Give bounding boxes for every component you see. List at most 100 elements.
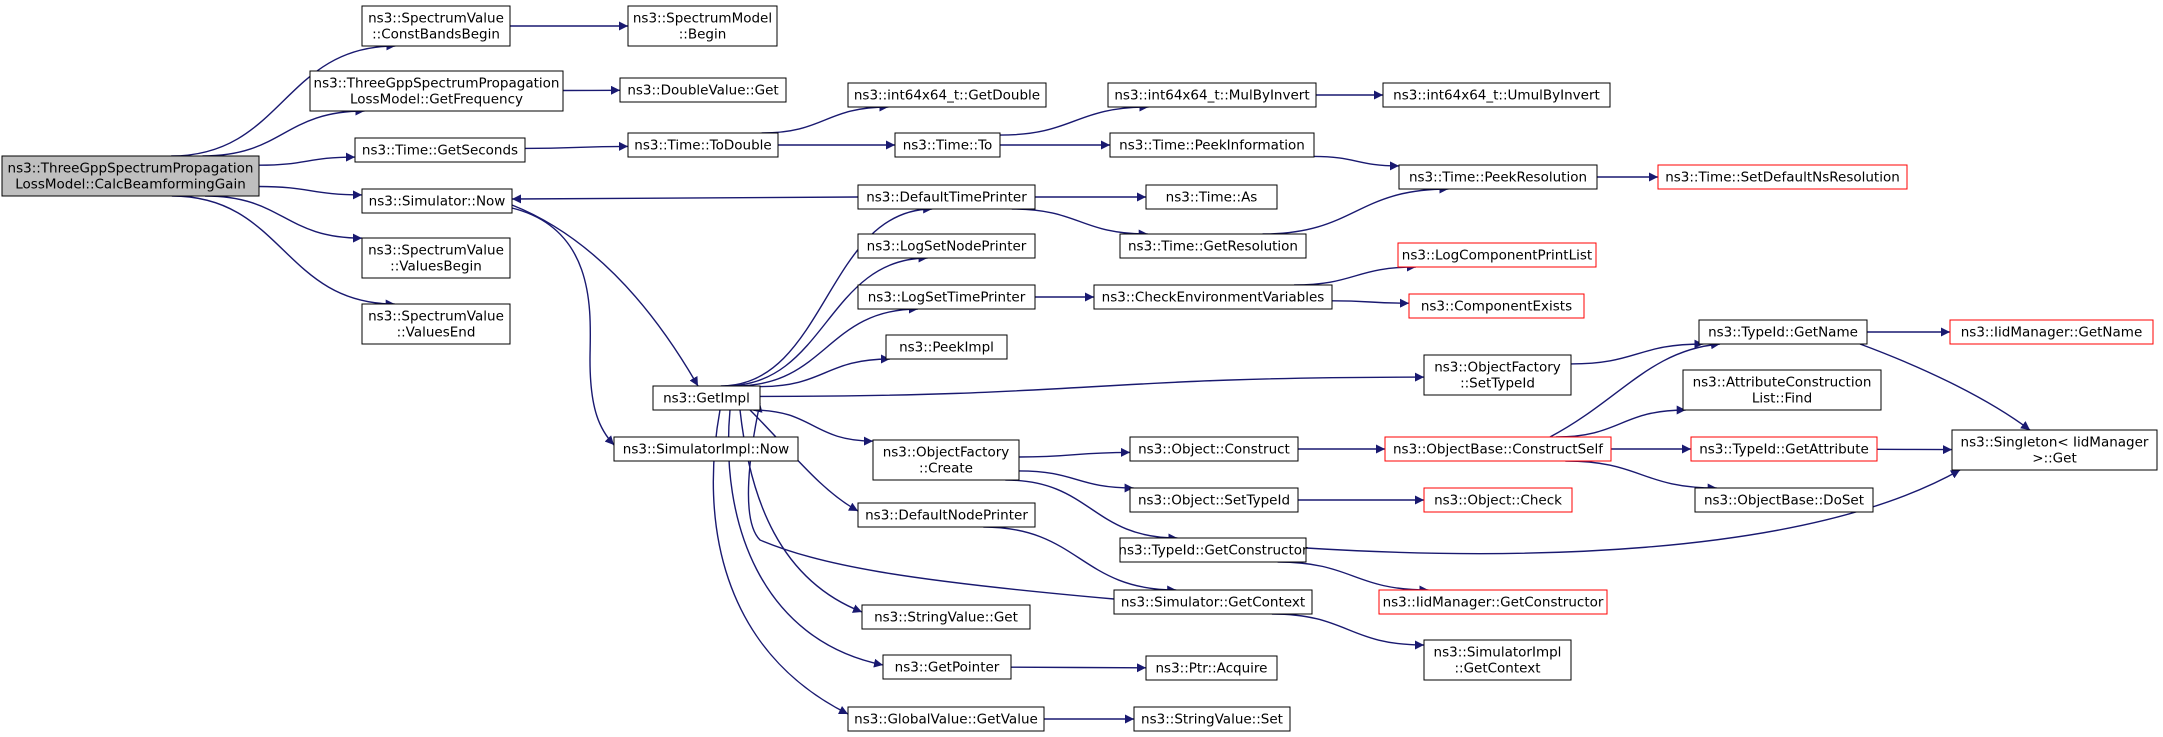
- node-label: ::ValuesEnd: [397, 325, 476, 341]
- node-t_getres[interactable]: ns3::Time::GetResolution: [1119, 233, 1307, 259]
- node-typeid_getattr[interactable]: ns3::TypeId::GetAttribute: [1690, 436, 1878, 462]
- edge-t_todouble-to-i64_getdouble: [761, 102, 889, 134]
- node-compexists[interactable]: ns3::ComponentExists: [1408, 293, 1585, 319]
- node-obj_check[interactable]: ns3::Object::Check: [1423, 487, 1573, 513]
- node-of_settypeid[interactable]: ns3::ObjectFactory::SetTypeId: [1423, 354, 1572, 396]
- node-label: ::Begin: [679, 27, 727, 43]
- edge-root-to-sv_cbb: [171, 41, 396, 157]
- node-ob_doset[interactable]: ns3::ObjectBase::DoSet: [1694, 487, 1874, 513]
- node-lognodeprinter[interactable]: ns3::LogSetNodePrinter: [857, 233, 1036, 259]
- node-label: ns3::Time::GetResolution: [1128, 239, 1298, 255]
- node-t_to[interactable]: ns3::Time::To: [894, 132, 1001, 158]
- node-dv_get[interactable]: ns3::DoubleValue::Get: [619, 77, 787, 103]
- edge-root-to-sv_valbegin: [204, 195, 363, 243]
- node-label: ::GetContext: [1454, 661, 1540, 677]
- node-sim_now[interactable]: ns3::Simulator::Now: [361, 188, 513, 214]
- node-t_as[interactable]: ns3::Time::As: [1145, 184, 1278, 210]
- node-logtimeprinter[interactable]: ns3::LogSetTimePrinter: [857, 284, 1036, 310]
- node-box: [619, 77, 787, 103]
- node-iid_getctor[interactable]: ns3::IidManager::GetConstructor: [1378, 589, 1608, 615]
- node-label: ns3::GlobalValue::GetValue: [854, 712, 1038, 728]
- node-ptr_acquire[interactable]: ns3::Ptr::Acquire: [1145, 655, 1278, 681]
- node-label: ns3::ObjectBase::ConstructSelf: [1393, 442, 1604, 458]
- edge-sim_now-to-simimpl_now: [511, 207, 615, 446]
- edges-layer: [171, 21, 2031, 724]
- edge-ob_constructself-to-typeid_getname: [1549, 340, 1721, 438]
- node-label: ns3::IidManager::GetConstructor: [1383, 595, 1604, 611]
- node-of_create[interactable]: ns3::ObjectFactory::Create: [872, 439, 1020, 481]
- node-simimpl_getctx[interactable]: ns3::SimulatorImpl::GetContext: [1423, 639, 1572, 681]
- node-sv_cbb[interactable]: ns3::SpectrumValue::ConstBandsBegin: [361, 5, 511, 47]
- edge-root-to-t_getsec: [258, 152, 356, 166]
- node-defnodeprinter[interactable]: ns3::DefaultNodePrinter: [857, 502, 1036, 528]
- edge-typeid_getname-to-singleton_get: [1859, 343, 2031, 431]
- node-box: [1382, 82, 1611, 108]
- node-root[interactable]: ns3::ThreeGppSpectrumPropagationLossMode…: [1, 155, 260, 197]
- node-label: ns3::DefaultTimePrinter: [866, 190, 1027, 206]
- node-getpointer[interactable]: ns3::GetPointer: [882, 654, 1012, 680]
- node-t_todouble[interactable]: ns3::Time::ToDouble: [627, 132, 779, 158]
- edge-sim_getctx-to-getimpl: [747, 402, 1115, 600]
- node-t_peekres[interactable]: ns3::Time::PeekResolution: [1398, 164, 1598, 190]
- node-tgpp_getfreq[interactable]: ns3::ThreeGppSpectrumPropagationLossMode…: [309, 70, 564, 112]
- nodes-layer: ns3::ThreeGppSpectrumPropagationLossMode…: [1, 5, 2158, 732]
- edge-sim_getctx-to-simimpl_getctx: [1271, 613, 1425, 650]
- node-strval_get[interactable]: ns3::StringValue::Get: [861, 604, 1031, 630]
- edge-ob_constructself-to-attrcons_find: [1555, 405, 1686, 438]
- node-singleton_get[interactable]: ns3::Singleton< IidManager >::Get: [1951, 429, 2158, 471]
- node-getimpl[interactable]: ns3::GetImpl: [652, 385, 761, 411]
- node-obj_construct[interactable]: ns3::Object::Construct: [1129, 436, 1299, 462]
- node-i64_getdouble[interactable]: ns3::int64x64_t::GetDouble: [847, 82, 1047, 108]
- node-simimpl_now[interactable]: ns3::SimulatorImpl::Now: [613, 436, 799, 462]
- node-t_getsec[interactable]: ns3::Time::GetSeconds: [354, 137, 526, 163]
- node-box: [847, 82, 1047, 108]
- node-label: ns3::SimulatorImpl::Now: [623, 442, 789, 458]
- node-i64_umulbyinv[interactable]: ns3::int64x64_t::UmulByInvert: [1382, 82, 1611, 108]
- node-label: ns3::SpectrumModel: [633, 11, 772, 27]
- node-label: ns3::StringValue::Set: [1141, 712, 1283, 728]
- node-t_setdefns[interactable]: ns3::Time::SetDefaultNsResolution: [1657, 164, 1908, 190]
- node-label: ns3::Object::Check: [1434, 493, 1562, 509]
- node-typeid_getctor[interactable]: ns3::TypeId::GetConstructor: [1118, 537, 1308, 563]
- node-logcompprint[interactable]: ns3::LogComponentPrintList: [1397, 242, 1597, 268]
- node-box: [872, 439, 1020, 481]
- node-box: [1119, 233, 1307, 259]
- node-box: [885, 334, 1008, 360]
- node-box: [1694, 487, 1874, 513]
- node-ob_constructself[interactable]: ns3::ObjectBase::ConstructSelf: [1384, 436, 1612, 462]
- node-peekimpl[interactable]: ns3::PeekImpl: [885, 334, 1008, 360]
- node-label: ns3::Object::SetTypeId: [1138, 493, 1290, 509]
- edge-getimpl-to-defnodeprinter: [749, 409, 859, 512]
- node-label: ns3::int64x64_t::MulByInvert: [1114, 88, 1309, 104]
- node-box: [894, 132, 1001, 158]
- node-sim_getctx[interactable]: ns3::Simulator::GetContext: [1113, 589, 1313, 615]
- node-obj_settypeid[interactable]: ns3::Object::SetTypeId: [1129, 487, 1299, 513]
- node-gv_getvalue[interactable]: ns3::GlobalValue::GetValue: [847, 706, 1045, 732]
- edge-sim_now-to-getimpl: [511, 204, 699, 387]
- node-label: ns3::Time::ToDouble: [634, 138, 771, 154]
- node-checkenv[interactable]: ns3::CheckEnvironmentVariables: [1093, 284, 1333, 310]
- node-sv_valend[interactable]: ns3::SpectrumValue::ValuesEnd: [361, 303, 511, 345]
- node-label: ns3::Time::PeekInformation: [1119, 138, 1305, 154]
- node-deftimeprinter[interactable]: ns3::DefaultTimePrinter: [857, 184, 1036, 210]
- node-iid_getname[interactable]: ns3::IidManager::GetName: [1949, 319, 2154, 345]
- node-strval_set[interactable]: ns3::StringValue::Set: [1133, 706, 1291, 732]
- node-box: [857, 502, 1036, 528]
- node-label: ns3::ThreeGppSpectrumPropagation: [8, 161, 254, 177]
- node-sm_begin[interactable]: ns3::SpectrumModel::Begin: [627, 5, 778, 47]
- node-box: [354, 137, 526, 163]
- node-typeid_getname[interactable]: ns3::TypeId::GetName: [1698, 319, 1868, 345]
- node-i64_mulbyinv[interactable]: ns3::int64x64_t::MulByInvert: [1107, 82, 1317, 108]
- node-label: ns3::TypeId::GetAttribute: [1699, 442, 1869, 458]
- node-label: ns3::Time::PeekResolution: [1409, 170, 1587, 186]
- node-sv_valbegin[interactable]: ns3::SpectrumValue::ValuesBegin: [361, 237, 511, 279]
- node-box: [861, 604, 1031, 630]
- node-label: ns3::AttributeConstruction: [1693, 375, 1872, 391]
- node-label: ns3::SimulatorImpl: [1434, 645, 1562, 661]
- node-t_peekinfo[interactable]: ns3::Time::PeekInformation: [1109, 132, 1315, 158]
- node-label: ns3::IidManager::GetName: [1961, 325, 2143, 341]
- edge-checkenv-to-logcompprint: [1294, 262, 1416, 286]
- node-label: ns3::SpectrumValue: [368, 11, 504, 27]
- node-box: [1, 155, 260, 197]
